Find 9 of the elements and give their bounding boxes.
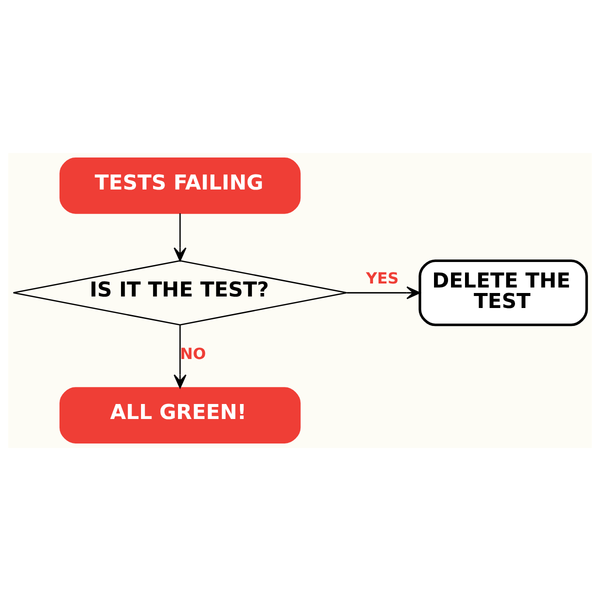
arrow [346,286,420,299]
arrow [174,324,186,388]
node-diamond: IS IT THE TEST? [12,260,348,326]
arrow [174,212,186,261]
node-box: DELETE THE TEST [418,258,588,326]
edge-label: YES [366,268,399,287]
node-box: TESTS FAILING [60,156,301,214]
node-box: ALL GREEN! [60,386,301,444]
edge-label: NO [180,344,206,362]
